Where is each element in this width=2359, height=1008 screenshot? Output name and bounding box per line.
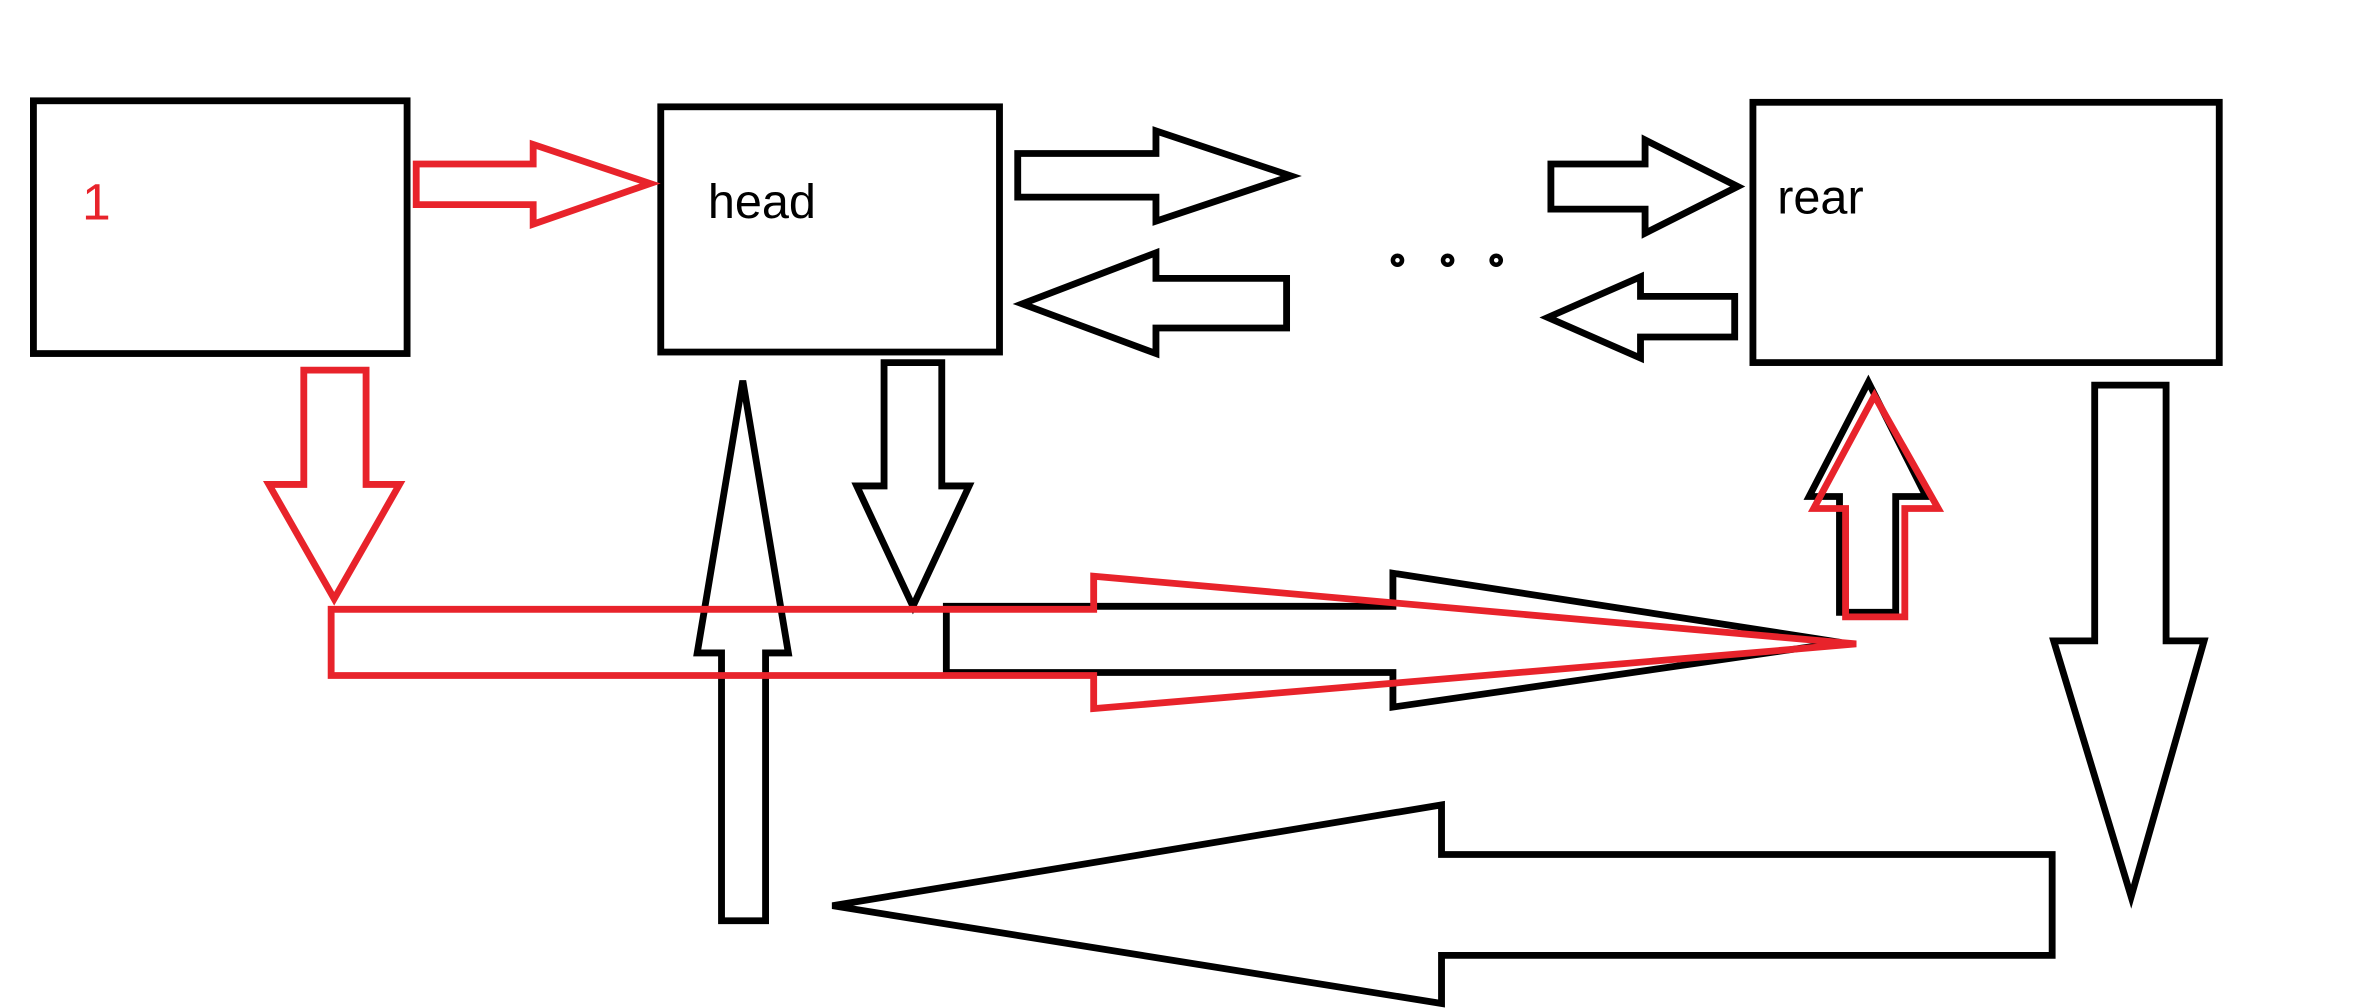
- head-node-box: [657, 103, 1003, 356]
- red-arrow-up-to-rear: [1807, 388, 1945, 621]
- new-node-box: [30, 97, 411, 357]
- arrow-head-down: [851, 359, 975, 615]
- ellipsis-dot-3: [1489, 253, 1504, 268]
- arrow-rear-down: [2049, 381, 2209, 909]
- head-node: head: [657, 103, 1003, 356]
- ellipsis-dots: [1390, 253, 1504, 268]
- rear-node-label: rear: [1777, 171, 1863, 225]
- arrow-bottom-left: [831, 800, 2056, 1008]
- arrow-head-next: [1014, 126, 1302, 226]
- red-arrow-new-to-head: [412, 139, 661, 229]
- rear-node: rear: [1749, 98, 2223, 366]
- rear-node-box: [1749, 98, 2223, 366]
- ellipsis-dot-1: [1390, 253, 1405, 268]
- arrow-up-to-rear: [1803, 374, 1932, 616]
- new-node-label: 1: [82, 173, 111, 231]
- arrow-next-prev-to-head: [1012, 247, 1291, 359]
- ellipsis-dot-2: [1440, 253, 1455, 268]
- red-arrow-new-down: [263, 366, 406, 606]
- arrow-rear-prev: [1539, 271, 1739, 364]
- head-node-label: head: [708, 175, 816, 229]
- arrow-long-to-rear: [942, 569, 1842, 712]
- arrow-to-rear-next: [1547, 134, 1746, 239]
- red-arrow-long-to-rear: [327, 572, 1857, 713]
- new-node: 1: [30, 97, 411, 357]
- arrow-up-to-head: [693, 380, 793, 925]
